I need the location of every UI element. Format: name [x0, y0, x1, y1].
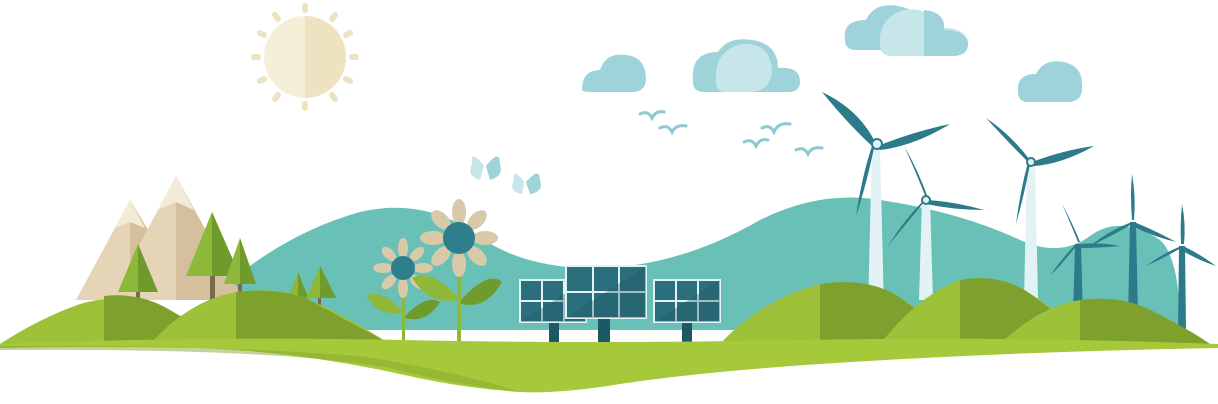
flower-icon — [412, 199, 502, 342]
solar-panel-icon — [653, 279, 721, 344]
wind-turbine-icon — [1090, 174, 1176, 318]
tree-icon — [118, 244, 158, 304]
wind-turbine-icon — [888, 146, 984, 300]
wind-turbine-icon — [986, 118, 1094, 300]
cloud-icon — [582, 54, 646, 92]
flower-icon — [366, 238, 440, 342]
tree-icon — [306, 266, 336, 308]
ground — [0, 338, 1218, 393]
butterfly-icon — [470, 156, 501, 180]
tree-icon — [224, 238, 256, 298]
butterfly-icon — [512, 173, 541, 194]
wind-turbine-icon — [822, 92, 950, 310]
cloud-icon — [1017, 61, 1083, 102]
wind-turbine-icon — [1146, 204, 1216, 330]
solar-panel-icon — [565, 265, 647, 344]
wind-turbine-icon — [1050, 204, 1120, 318]
bird-icon — [638, 110, 824, 158]
front-hills — [0, 278, 1210, 344]
cloud-icon — [692, 39, 800, 92]
cloud-icon — [844, 5, 969, 57]
sun-icon — [251, 3, 359, 111]
